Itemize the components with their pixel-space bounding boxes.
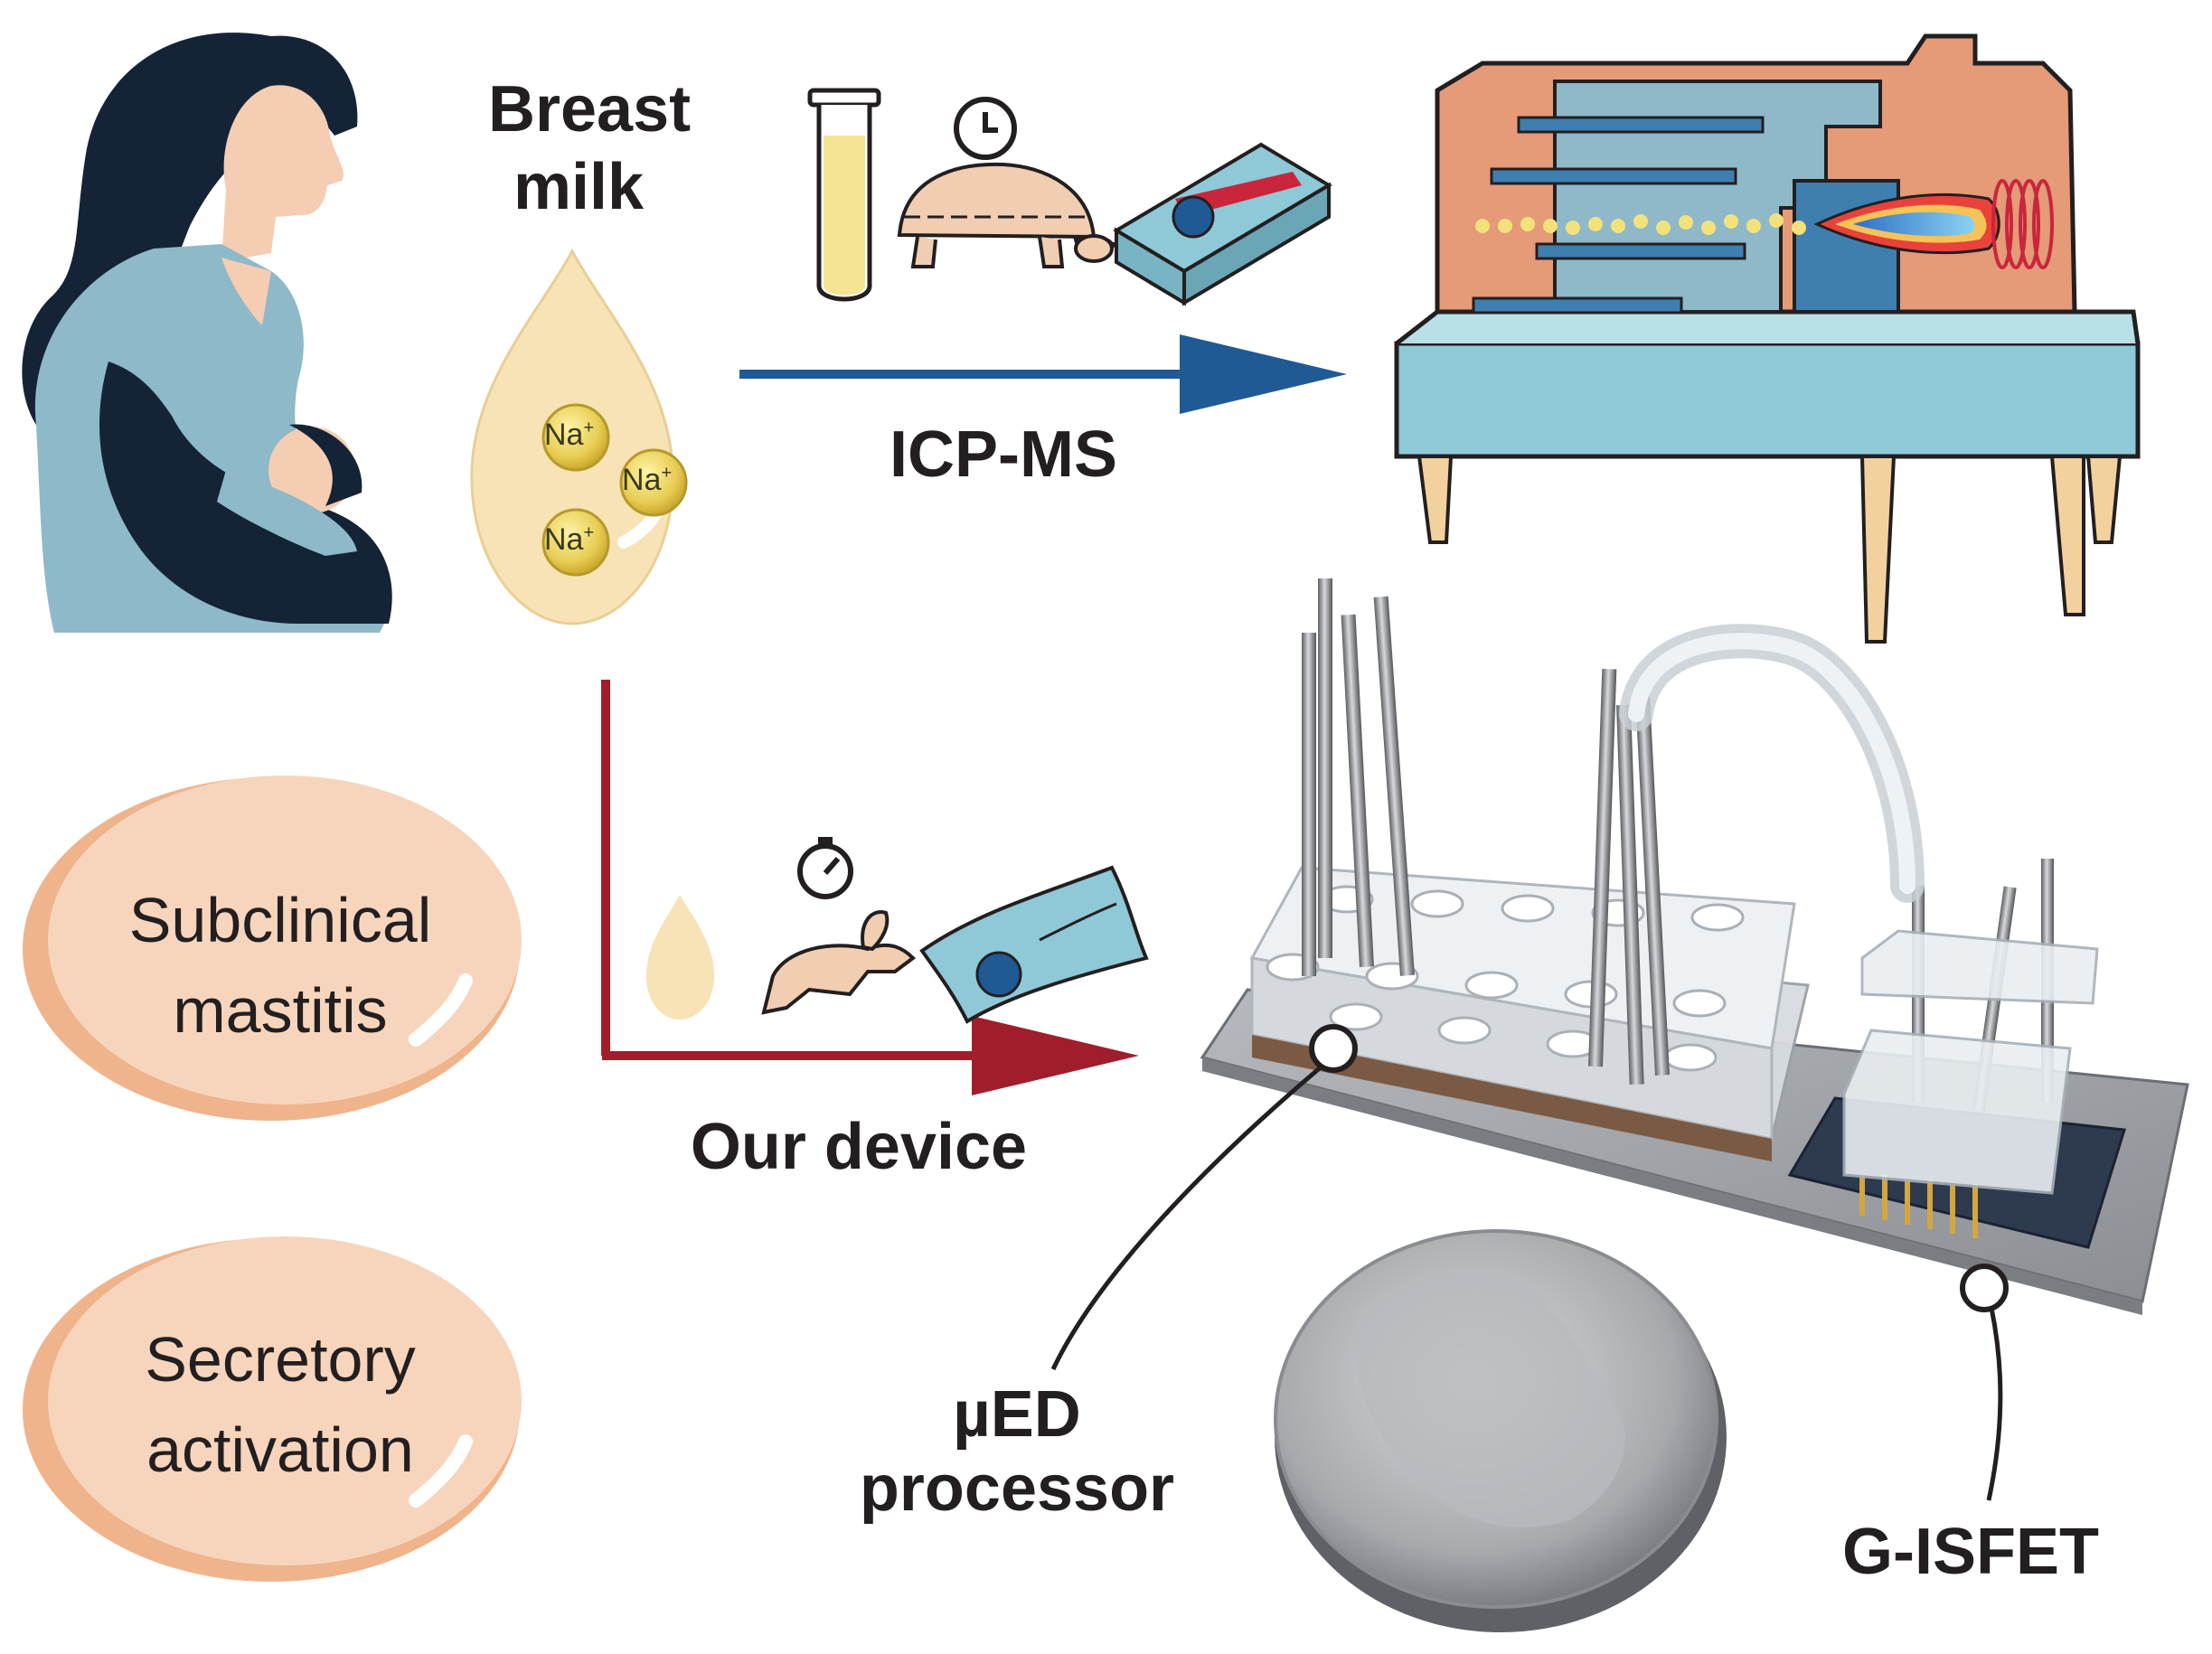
our-device-arrow (601, 680, 1139, 1095)
device-photo (1200, 578, 2189, 1632)
g-isfet-chip (1787, 929, 2126, 1249)
money-stack-icon (1113, 142, 1332, 306)
breast-milk-label-line2: milk (513, 151, 645, 223)
tubing (1619, 624, 1925, 903)
sodium-ion-label: Na+ (622, 463, 673, 497)
our-device-label: Our device (690, 1111, 1028, 1183)
ued-processor-block (1249, 866, 1810, 1161)
g-isfet-callout-line (1986, 1307, 2003, 1501)
ued-callout-line (1050, 1065, 1323, 1371)
dollar-bill-icon (919, 865, 1149, 1024)
ued-processor-label-line1: µED (953, 1378, 1081, 1451)
sodium-ion-label: Na+ (544, 522, 595, 557)
small-milk-drop-icon (646, 895, 714, 1020)
g-isfet-callout-marker (1960, 1264, 2009, 1312)
sodium-ion (541, 403, 610, 472)
sodium-ion (619, 448, 688, 517)
ued-processor-label-line2: processor (859, 1452, 1175, 1525)
timer-icon (797, 837, 853, 899)
g-isfet-label: G-ISFET (1842, 1516, 2099, 1588)
test-tube-icon (807, 88, 881, 302)
quarter-coin (1274, 1229, 1727, 1632)
secretory-activation-oval (23, 1236, 522, 1582)
turtle-icon (897, 162, 1116, 268)
subclinical-label-line2: mastitis (173, 975, 388, 1046)
ued-callout-marker (1309, 1024, 1358, 1073)
breast-milk-label-line1: Breast (488, 73, 692, 146)
subclinical-label-line1: Subclinical (128, 885, 432, 955)
breastfeeding-mother-icon (22, 33, 392, 633)
rabbit-icon (761, 910, 917, 1015)
sodium-ion (541, 508, 610, 577)
icp-ms-label: ICP-MS (890, 418, 1117, 491)
clock-icon (954, 97, 1017, 160)
sodium-ion-label: Na+ (544, 418, 595, 452)
subclinical-mastitis-oval (23, 775, 522, 1121)
secretory-label-line2: activation (146, 1414, 414, 1485)
icp-ms-arrow (739, 334, 1347, 414)
secretory-label-line1: Secretory (145, 1324, 416, 1395)
icp-ms-instrument-icon (1394, 33, 2141, 644)
